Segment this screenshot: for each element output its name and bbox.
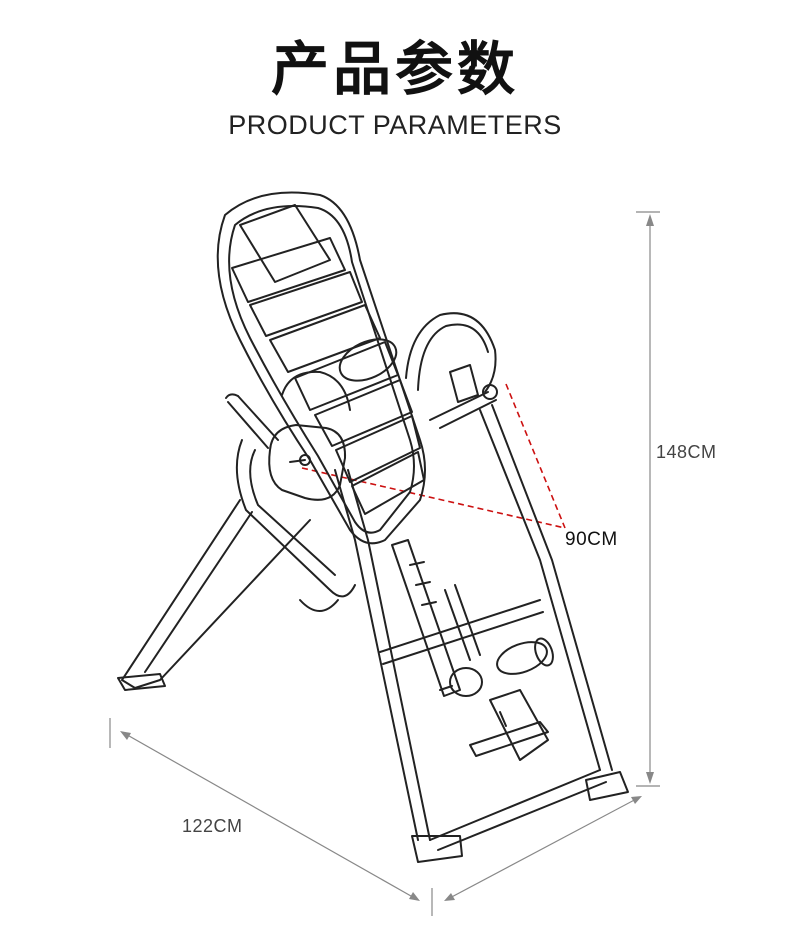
table-frame	[117, 191, 629, 863]
height-label: 148CM	[656, 442, 717, 462]
depth-label: 90CM	[565, 529, 618, 550]
height-dimension-line	[636, 211, 660, 787]
page-title: 产品参数	[270, 35, 519, 103]
width-dimension-line	[109, 718, 642, 916]
width-label: 122CM	[182, 816, 243, 836]
depth-dimension-line	[301, 383, 566, 529]
page-subtitle: PRODUCT PARAMETERS	[228, 110, 562, 140]
